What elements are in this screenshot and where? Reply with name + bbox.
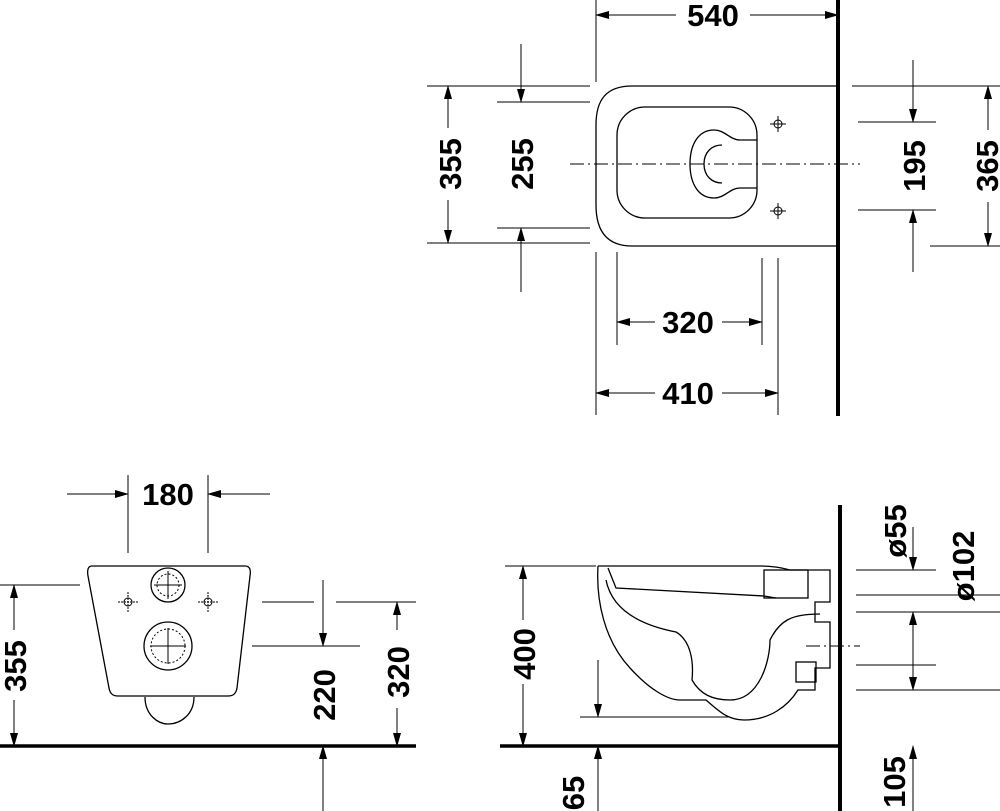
plan-fixing-point-top (770, 116, 786, 132)
dim-dia-102: ø102 (946, 531, 981, 602)
dim-355-front: 355 (0, 640, 33, 692)
dim-220: 220 (307, 669, 342, 721)
dim-320-plan: 320 (662, 305, 714, 340)
dim-365: 365 (970, 140, 1000, 192)
dim-410: 410 (662, 376, 714, 411)
front-outlet-bulge (144, 696, 195, 725)
plan-fixing-point-bottom (770, 203, 786, 219)
side-outlet-block (795, 661, 817, 683)
side-bowl-inner (605, 579, 821, 701)
front-view: 180 355 220 320 (0, 475, 416, 811)
dim-dia-55: ø55 (878, 504, 913, 557)
plan-outlet-inner (703, 144, 723, 184)
front-lower-connector (143, 621, 193, 671)
plan-bowl-inner (616, 106, 758, 219)
dim-255: 255 (505, 138, 540, 190)
dim-540: 540 (687, 0, 739, 33)
front-upper-connector (150, 567, 186, 603)
side-connector-block (763, 569, 809, 599)
side-rim-line (607, 567, 777, 599)
dim-400: 400 (507, 628, 542, 680)
side-view: 400 65 ø55 ø102 105 (500, 504, 1000, 811)
front-fixing-right (198, 592, 218, 612)
front-fixing-left (118, 592, 138, 612)
dim-195: 195 (897, 140, 932, 192)
dim-105: 105 (877, 756, 912, 808)
dim-355-plan: 355 (433, 138, 468, 190)
plan-view: 540 355 255 195 365 320 (427, 0, 1000, 416)
front-body-outline (86, 565, 251, 697)
dim-180: 180 (142, 477, 194, 512)
dim-320-front: 320 (381, 646, 416, 698)
dim-65: 65 (556, 776, 591, 810)
plan-bowl-outline (595, 85, 838, 247)
